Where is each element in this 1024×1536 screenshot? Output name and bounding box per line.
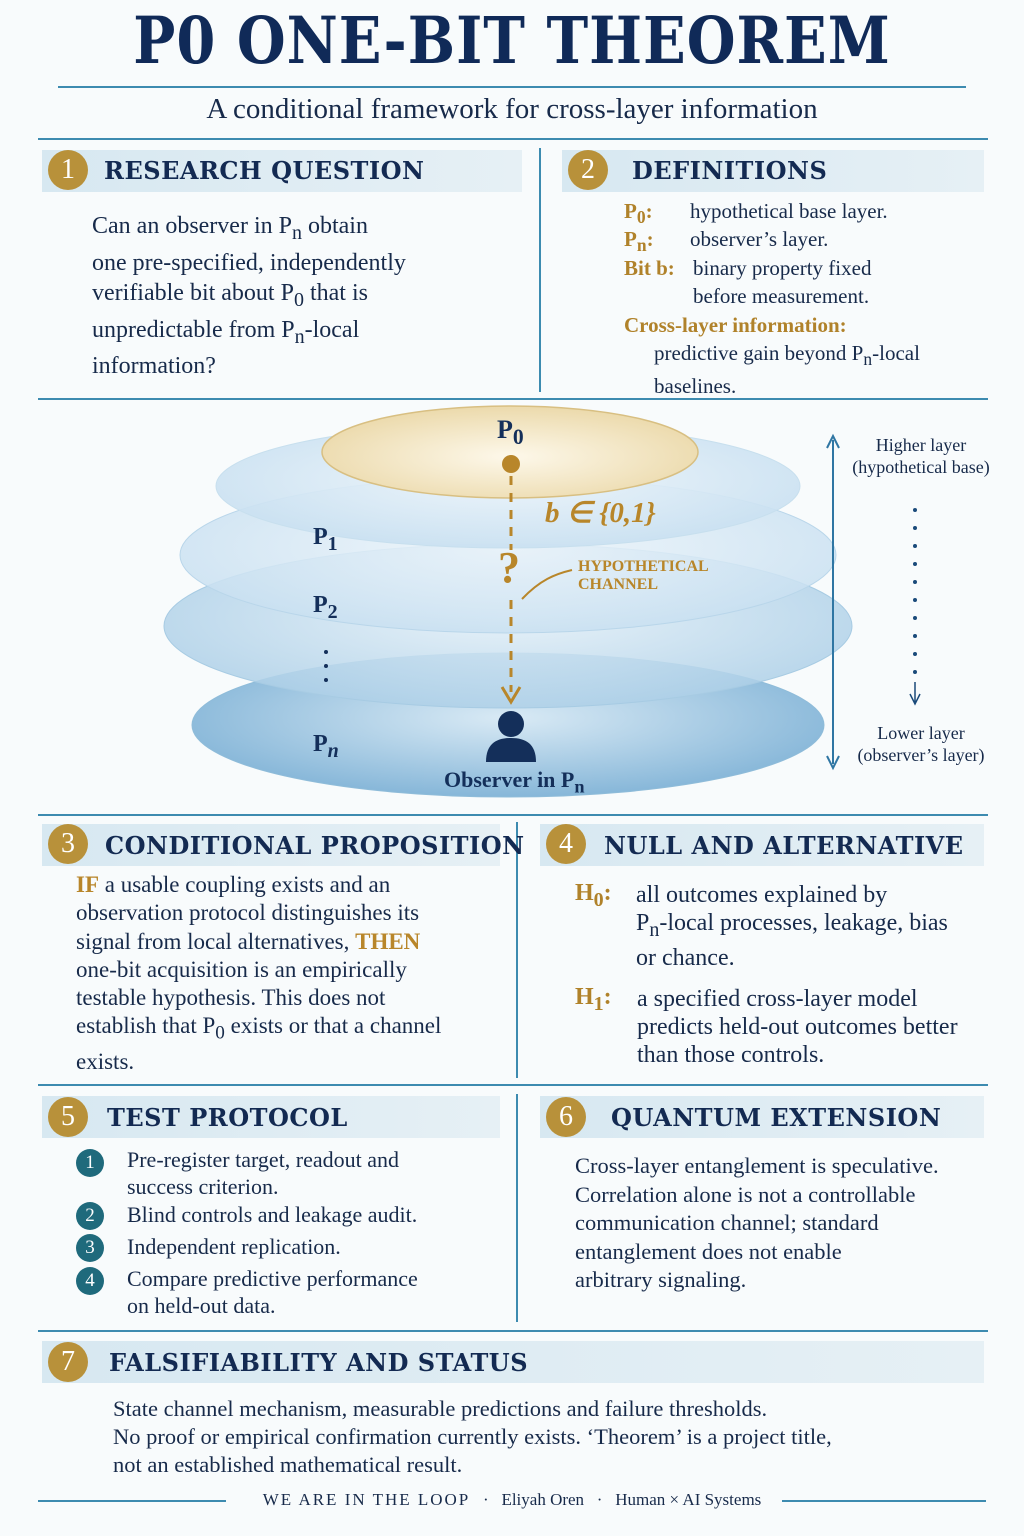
section-2-band xyxy=(562,150,984,192)
step-4-text: Compare predictive performance on held-o… xyxy=(127,1266,418,1318)
section-2-heading: DEFINITIONS xyxy=(632,156,828,185)
scale-arrow-down xyxy=(826,755,840,771)
label-pn: Pn xyxy=(313,731,339,762)
step-1-text: Pre-register target, readout and success… xyxy=(127,1147,400,1199)
footer-brand: WE ARE IN THE LOOP xyxy=(262,1490,471,1509)
def-cross-val: predictive gain beyond Pn-local baseline… xyxy=(654,341,920,399)
section-5-heading: TEST PROTOCOL xyxy=(107,1103,348,1132)
lower-layer-label: Lower layer (observer’s layer) xyxy=(857,723,985,765)
footer-rule-left xyxy=(38,1500,226,1502)
footer: WE ARE IN THE LOOP · Eliyah Oren · Human… xyxy=(0,1490,1024,1510)
step-3-text: Independent replication. xyxy=(127,1234,341,1259)
right-small-arrow xyxy=(909,682,921,706)
mid-divider xyxy=(38,1084,988,1086)
step-2-text: Blind controls and leakage audit. xyxy=(127,1202,418,1227)
section-3-band xyxy=(42,824,500,866)
title-rule xyxy=(58,86,966,88)
footer-author: Eliyah Oren xyxy=(501,1490,585,1509)
section-5-badge: 5 xyxy=(48,1097,88,1137)
quantum-text: Cross-layer entanglement is speculative.… xyxy=(575,1153,939,1292)
section-6-badge: 6 xyxy=(546,1097,586,1137)
page-title: P0 ONE-BIT THEOREM xyxy=(133,3,891,79)
section-1-badge: 1 xyxy=(48,150,88,190)
step-2-badge: 2 xyxy=(76,1202,104,1230)
section-7-badge: 7 xyxy=(48,1342,88,1382)
diagram-bottom-divider xyxy=(38,814,988,816)
proposition-text: IF a usable coupling exists and an obser… xyxy=(76,872,442,1075)
layer-diagram xyxy=(163,405,921,798)
section-3-heading: CONDITIONAL PROPOSITION xyxy=(105,831,525,860)
higher-layer-label: Higher layer (hypothetical base) xyxy=(852,435,990,477)
col-divider-3 xyxy=(516,1094,518,1322)
section-1-heading: RESEARCH QUESTION xyxy=(104,156,425,185)
section-2-badge: 2 xyxy=(568,150,608,190)
section-4-band xyxy=(540,824,984,866)
section-6-heading: QUANTUM EXTENSION xyxy=(611,1103,942,1132)
step-1-badge: 1 xyxy=(76,1149,104,1177)
right-ellipsis xyxy=(913,508,917,674)
step-3-badge: 3 xyxy=(76,1234,104,1262)
step-4-badge: 4 xyxy=(76,1267,104,1295)
section-4-heading: NULL AND ALTERNATIVE xyxy=(604,831,964,860)
channel-pointer xyxy=(521,569,573,600)
channel-arrowhead xyxy=(500,686,522,705)
page-subtitle: A conditional framework for cross-layer … xyxy=(206,93,818,125)
def-bit-cont: before measurement. xyxy=(693,284,870,308)
h1-key: H1: xyxy=(575,984,612,1015)
observer-label: Observer in Pn xyxy=(444,767,585,797)
section-1-band xyxy=(42,150,522,192)
h1-text: a specified cross-layer model predicts h… xyxy=(637,986,958,1068)
footer-sep-1: · xyxy=(483,1490,489,1509)
section-3-badge: 3 xyxy=(48,824,88,864)
label-p0: P0 xyxy=(497,415,524,450)
col-divider-1 xyxy=(539,148,541,392)
channel-label: HYPOTHETICAL CHANNEL xyxy=(578,558,709,593)
observer-icon xyxy=(486,711,536,762)
falsifiability-text: State channel mechanism, measurable pred… xyxy=(113,1396,832,1477)
footer-sep-2: · xyxy=(596,1490,603,1509)
label-p2: P2 xyxy=(313,592,338,623)
top-divider xyxy=(38,138,988,140)
left-ellipsis xyxy=(324,650,328,682)
question-mark: ? xyxy=(498,543,520,592)
section-4-badge: 4 xyxy=(546,824,586,864)
footer-tag: Human × AI Systems xyxy=(615,1490,762,1509)
bit-label: b ∈ {0,1} xyxy=(545,497,656,529)
section-7-band xyxy=(42,1341,984,1383)
p0-point xyxy=(502,455,520,473)
lower-divider xyxy=(38,1330,988,1332)
section-6-band xyxy=(540,1096,984,1138)
h0-text: all outcomes explained by Pn-local proce… xyxy=(636,882,948,971)
h0-key: H0: xyxy=(575,880,612,911)
col-divider-2 xyxy=(516,822,518,1078)
label-p1: P1 xyxy=(313,524,338,555)
section-5-band xyxy=(42,1096,500,1138)
footer-rule-right xyxy=(782,1500,986,1502)
scale-arrow-up xyxy=(826,433,840,449)
section-7-heading: FALSIFIABILITY AND STATUS xyxy=(109,1348,529,1377)
research-question-text: Can an observer in Pn obtain one pre-spe… xyxy=(92,213,406,380)
diagram-top-divider xyxy=(38,398,988,400)
